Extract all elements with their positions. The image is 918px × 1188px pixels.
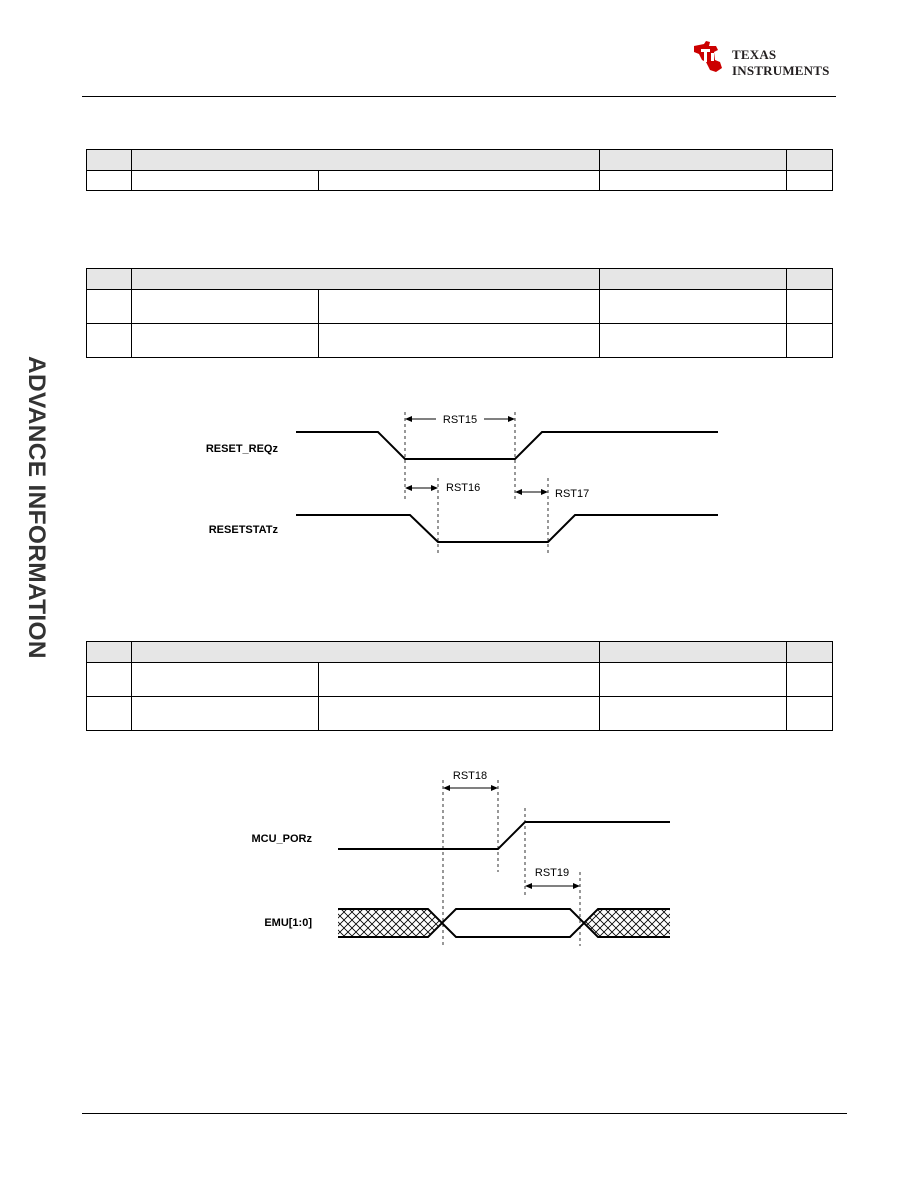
- brand-name-line2: Instruments: [732, 63, 830, 78]
- advance-information-banner: ADVANCE INFORMATION: [23, 356, 50, 659]
- footer-rule: [82, 1113, 847, 1114]
- arrowheads: [443, 785, 580, 889]
- label-rst18: RST18: [453, 770, 487, 782]
- ti-logo: [690, 40, 840, 80]
- mcu-porz-waveform: [338, 821, 670, 850]
- label-rst15: RST15: [443, 414, 477, 426]
- table-header-row: [86, 149, 833, 171]
- signal-label-reset-reqz: RESET_REQz: [206, 443, 279, 455]
- brand-name-line1: Texas: [732, 47, 777, 62]
- table-row: [86, 323, 833, 358]
- spec-table-3: [86, 641, 833, 731]
- label-rst16: RST16: [446, 482, 480, 494]
- header-rule: [82, 96, 836, 97]
- table-row: [86, 662, 833, 697]
- timing-arrows: [445, 787, 578, 887]
- label-rst17: RST17: [555, 488, 589, 500]
- arrowheads: [405, 416, 548, 495]
- resetstatz-waveform: [296, 514, 718, 543]
- reset-reqz-waveform: [296, 431, 718, 460]
- table-row: [86, 289, 833, 324]
- ti-logo-icon: [694, 41, 722, 72]
- signal-label-emu: EMU[1:0]: [264, 917, 312, 929]
- timing-guides: [404, 412, 549, 556]
- spec-table-2: [86, 268, 833, 358]
- signal-label-resetstatz: RESETSTATz: [209, 524, 279, 536]
- emu-bus-waveform: [338, 908, 670, 938]
- timing-guides: [442, 780, 581, 946]
- spec-table-1: [86, 149, 833, 191]
- table-row: [86, 170, 833, 191]
- label-rst19: RST19: [535, 867, 569, 879]
- signal-label-mcu-porz: MCU_PORz: [251, 833, 312, 845]
- reset-timing-diagram: RESET_REQz RESETSTATz RST15 RST16 RST17: [206, 412, 718, 556]
- table-row: [86, 696, 833, 731]
- mcu-porz-timing-diagram: MCU_PORz EMU[1:0] RST18 RST19: [251, 770, 670, 946]
- table-header-row: [86, 641, 833, 663]
- table-header-row: [86, 268, 833, 290]
